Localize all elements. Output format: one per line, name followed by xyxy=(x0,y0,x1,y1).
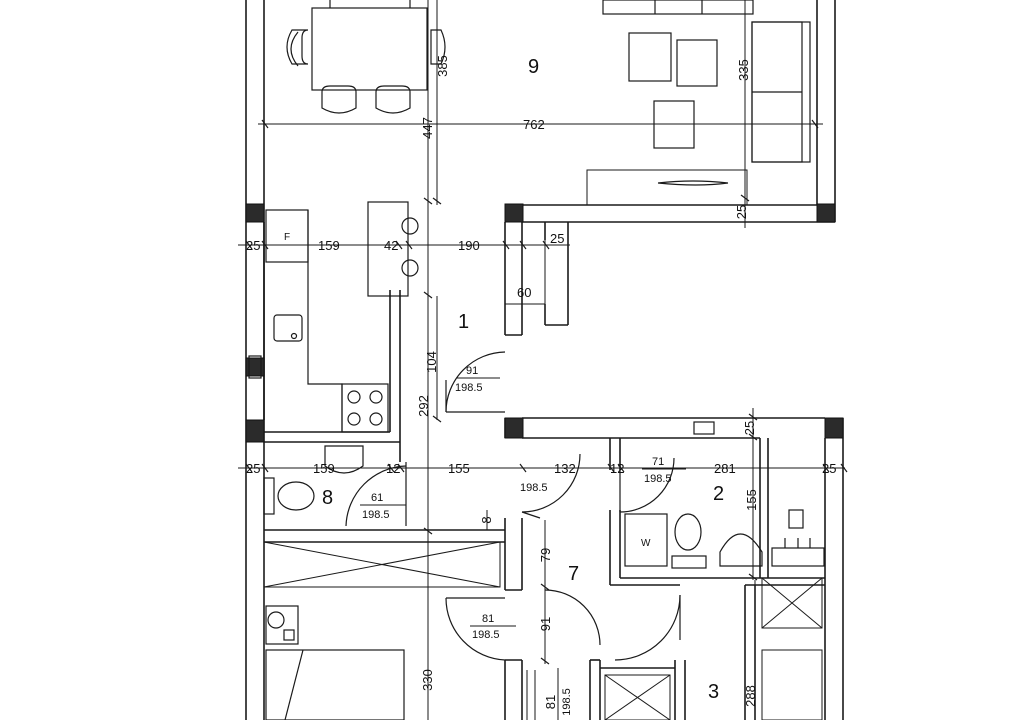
shower-tray xyxy=(771,547,825,567)
columns xyxy=(245,203,844,443)
bath2-door-swing xyxy=(619,457,675,513)
doors xyxy=(345,351,681,661)
bath2-door-width: 71 xyxy=(652,456,664,468)
hall-door-height: 198.5 xyxy=(520,482,548,494)
dim-335: 335 xyxy=(736,59,751,81)
dim-42: 42 xyxy=(384,238,398,253)
room-labels: 9 1 8 2 7 3 xyxy=(322,56,724,703)
room-2-label: 2 xyxy=(713,483,724,505)
entrance-door-width: 91 xyxy=(466,365,478,377)
room3-door-swing xyxy=(614,594,681,661)
dim-447: 447 xyxy=(420,117,435,139)
dim-60: 60 xyxy=(517,285,531,300)
dim-25-d: 25 xyxy=(822,461,836,476)
entrance-door-height: 198.5 xyxy=(455,382,483,394)
dim-12-b: 12 xyxy=(610,461,624,476)
dim-281: 281 xyxy=(714,461,736,476)
sofa-top xyxy=(602,0,754,15)
dim-8: 8 xyxy=(479,516,494,523)
stove xyxy=(341,383,389,433)
living-furniture xyxy=(286,0,811,186)
bedroom-fixtures xyxy=(265,605,405,720)
hall-door-swing xyxy=(521,453,581,513)
ottoman-1 xyxy=(628,32,672,82)
dim-288: 288 xyxy=(743,685,758,707)
walls xyxy=(245,0,844,720)
kitchen-island xyxy=(367,201,409,297)
washer xyxy=(624,513,668,567)
dim-190: 190 xyxy=(458,238,480,253)
dim-81-vertical: 81 xyxy=(543,695,558,709)
dimension-labels: 762 447 385 335 25 25 159 42 190 25 60 1… xyxy=(246,55,836,709)
entrance-door-swing xyxy=(445,351,506,413)
dining-table xyxy=(311,7,428,91)
dim-12-a: 12 xyxy=(386,461,400,476)
room-7-label: 7 xyxy=(568,563,579,585)
dining-chairs xyxy=(286,0,446,114)
bath2-door-height: 198.5 xyxy=(644,473,672,485)
dim-159-b: 159 xyxy=(313,461,335,476)
dim-155-b: 155 xyxy=(744,489,759,511)
bath8-door-swing xyxy=(345,465,407,527)
bedroom-door-height: 198.5 xyxy=(472,629,500,641)
dim-91: 91 xyxy=(538,617,553,631)
room-9-label: 9 xyxy=(528,56,539,78)
dim-25-e: 25 xyxy=(742,421,757,435)
bath8-toilet xyxy=(277,481,315,511)
dim-159-a: 159 xyxy=(318,238,340,253)
room-1-label: 1 xyxy=(458,311,469,333)
dim-25-living: 25 xyxy=(734,205,749,219)
bath2-sink xyxy=(719,533,763,567)
dim-25-c: 25 xyxy=(246,461,260,476)
desk-unit xyxy=(265,605,299,645)
kitchen-sink xyxy=(273,314,303,342)
sofa-right xyxy=(751,21,811,163)
door-labels: 91 198.5 61 198.5 198.5 71 198.5 81 198.… xyxy=(360,365,686,716)
bedroom-door-width: 81 xyxy=(482,613,494,625)
room-8-label: 8 xyxy=(322,487,333,509)
bath8-door-height: 198.5 xyxy=(362,509,390,521)
room3-door-height: 198.5 xyxy=(561,688,573,716)
bath-2-fixtures: W xyxy=(624,421,825,569)
dim-762: 762 xyxy=(523,117,545,132)
dimension-lines xyxy=(238,0,848,720)
fridge-label: F xyxy=(284,232,290,243)
dim-132: 132 xyxy=(554,461,576,476)
dim-104: 104 xyxy=(424,351,439,373)
tv xyxy=(657,180,729,186)
dim-79: 79 xyxy=(538,548,553,562)
bedroom-door-swing xyxy=(445,597,506,661)
bed xyxy=(265,649,405,720)
dim-385: 385 xyxy=(435,55,450,77)
room-3-label: 3 xyxy=(708,681,719,703)
bath8-door-width: 61 xyxy=(371,492,383,504)
bath-8-fixtures xyxy=(263,445,364,515)
washer-label: W xyxy=(641,538,651,549)
dim-25-b: 25 xyxy=(550,231,564,246)
bath8-sink xyxy=(324,445,364,474)
kitchen: F xyxy=(248,201,419,433)
dim-25-a: 25 xyxy=(246,238,260,253)
dim-330: 330 xyxy=(420,669,435,691)
dim-292: 292 xyxy=(416,395,431,417)
dim-155-a: 155 xyxy=(448,461,470,476)
ottoman-2 xyxy=(676,39,718,87)
bath2-toilet xyxy=(674,513,702,551)
